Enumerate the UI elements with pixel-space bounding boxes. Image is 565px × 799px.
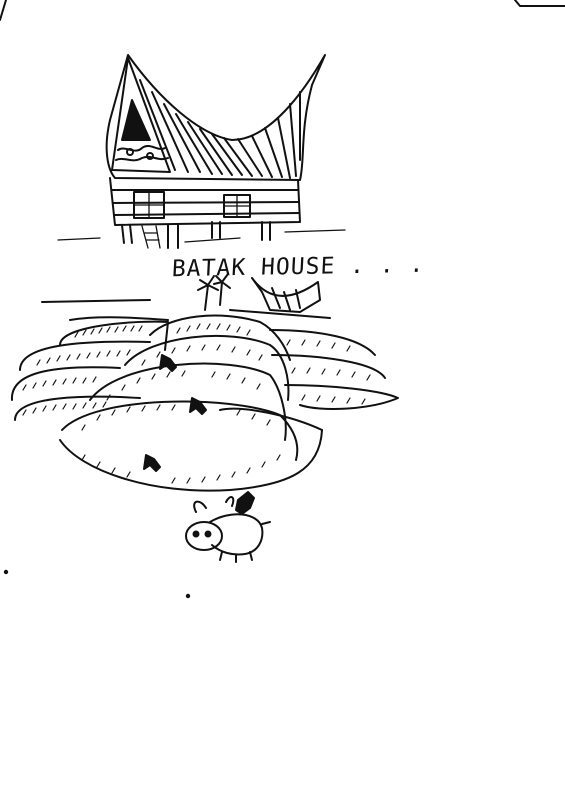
rice-terraces: [10, 299, 399, 492]
house-ground-line: [57, 229, 346, 243]
house-gable: [111, 57, 171, 173]
buffalo-tail: [261, 521, 271, 525]
house-roof: [105, 54, 326, 181]
buffalo-eye-right: [204, 530, 212, 538]
ink-dot: [3, 569, 9, 575]
farmer-2: [189, 397, 207, 415]
window-right-frame: [223, 194, 251, 218]
small-batak-roof: [251, 277, 321, 313]
farmer-3: [143, 454, 161, 472]
buffalo-head: [185, 521, 223, 551]
gable-dark-triangle: [121, 99, 151, 141]
corner-mark-right: [514, 0, 565, 7]
caption-batak-house: BATAK HOUSE . . .: [171, 251, 426, 283]
wall-planks: [111, 189, 300, 216]
palm-trees: [197, 273, 231, 311]
batak-house: [57, 54, 346, 249]
house-stilts: [121, 221, 271, 249]
corner-mark-left: [0, 0, 7, 21]
window-left-frame: [133, 191, 165, 219]
buffalo-body: [209, 513, 264, 556]
farmer-1: [159, 354, 177, 372]
buffalo-horns: [193, 496, 235, 513]
buffalo-rider: [235, 491, 255, 515]
farmers: [143, 354, 207, 472]
roof-thatch-lines: [139, 79, 301, 179]
buffalo-eye-left: [192, 530, 200, 538]
buffalo-legs: [219, 551, 253, 563]
water-buffalo: [185, 491, 271, 563]
gable-ornament: [115, 145, 169, 162]
terrace-rice-hatching: [22, 323, 371, 484]
house-ladder: [141, 225, 161, 249]
ink-dot: [185, 593, 191, 599]
